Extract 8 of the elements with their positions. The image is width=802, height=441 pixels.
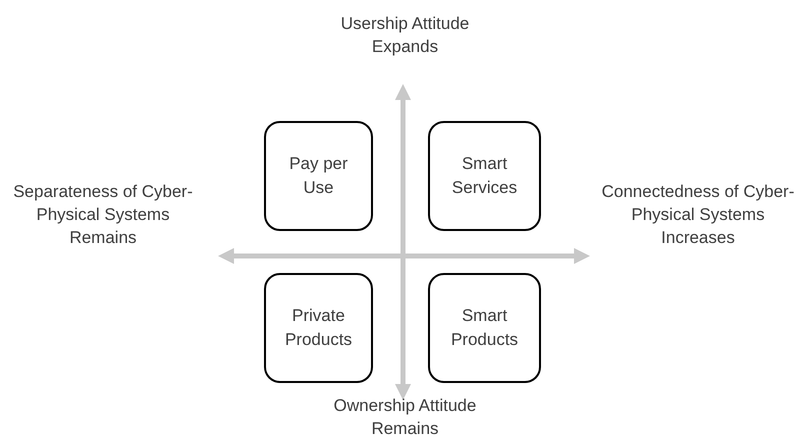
axis-label: Separateness of Cyber-Physical Systems Remains <box>12 181 194 249</box>
axis-label: Usership Attitude Expands <box>340 13 470 58</box>
quadrant-box: Pay per Use <box>264 121 373 231</box>
quadrant-box: Smart Products <box>428 273 541 383</box>
axis-label: Ownership Attitude Remains <box>332 395 478 440</box>
quadrant-box: Smart Services <box>428 121 541 231</box>
quadrant-box: Private Products <box>264 273 373 383</box>
axis-label: Connectedness of Cyber-Physical Systems Increases <box>600 181 796 249</box>
